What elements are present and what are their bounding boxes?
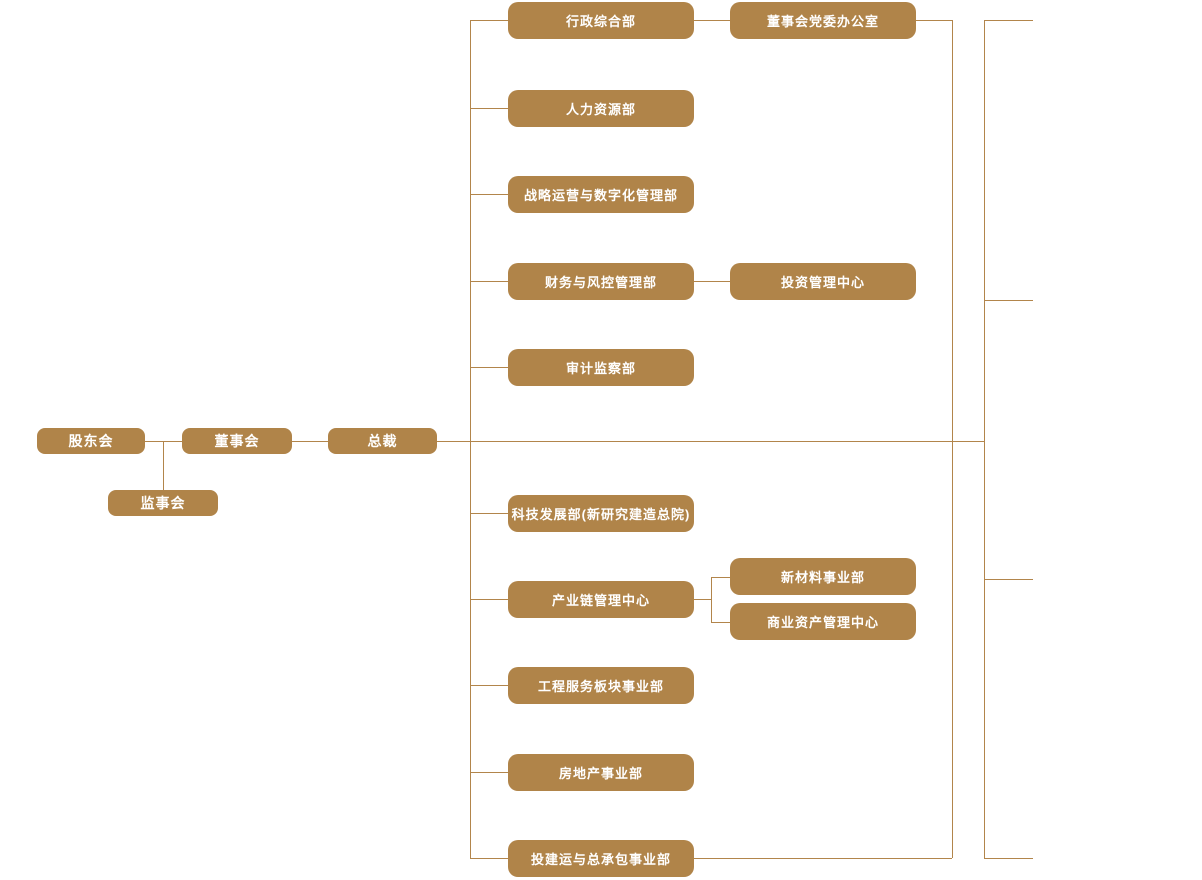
- node-admin-general: 行政综合部: [508, 2, 694, 39]
- stub-tech-development: [470, 513, 508, 514]
- node-president: 总裁: [328, 428, 437, 454]
- right-stub-2: [984, 300, 1033, 301]
- connector-commercial-assets: [711, 622, 730, 623]
- right-stub-4: [984, 858, 1033, 859]
- node-finance-risk: 财务与风控管理部: [508, 263, 694, 300]
- node-investment-center: 投资管理中心: [730, 263, 916, 300]
- stub-industry-chain: [470, 599, 508, 600]
- node-human-resources: 人力资源部: [508, 90, 694, 127]
- node-party-committee-office: 董事会党委办公室: [730, 2, 916, 39]
- node-strategy-digital: 战略运营与数字化管理部: [508, 176, 694, 213]
- node-audit-supervision: 审计监察部: [508, 349, 694, 386]
- node-commercial-assets: 商业资产管理中心: [730, 603, 916, 640]
- node-supervisory-board: 监事会: [108, 490, 218, 516]
- stub-admin-general: [470, 20, 508, 21]
- stub-engineering-services: [470, 685, 508, 686]
- connector-party-office-right: [916, 20, 952, 21]
- node-tech-development: 科技发展部(新研究建造总院): [508, 495, 694, 532]
- stub-real-estate: [470, 772, 508, 773]
- node-engineering-services: 工程服务板块事业部: [508, 667, 694, 704]
- right-stub-3: [984, 579, 1033, 580]
- connector-president-main: [437, 441, 984, 442]
- node-investment-epc: 投建运与总承包事业部: [508, 840, 694, 877]
- connector-investment-epc-right: [694, 858, 952, 859]
- spine-line: [470, 20, 471, 858]
- node-shareholders: 股东会: [37, 428, 145, 454]
- node-industry-chain: 产业链管理中心: [508, 581, 694, 618]
- stub-finance-risk: [470, 281, 508, 282]
- connector-admin-party-office: [694, 20, 730, 21]
- connector-board-president: [292, 441, 328, 442]
- connector-industry-chain-out: [694, 599, 711, 600]
- node-new-materials: 新材料事业部: [730, 558, 916, 595]
- connector-new-materials: [711, 577, 730, 578]
- right-bracket-outer: [984, 20, 985, 858]
- stub-strategy-digital: [470, 194, 508, 195]
- bracket-industry-chain: [711, 577, 712, 622]
- stub-human-resources: [470, 108, 508, 109]
- stub-audit-supervision: [470, 367, 508, 368]
- node-board: 董事会: [182, 428, 292, 454]
- node-real-estate: 房地产事业部: [508, 754, 694, 791]
- right-stub-1: [984, 20, 1033, 21]
- connector-finance-investment-center: [694, 281, 730, 282]
- right-bracket-inner: [952, 20, 953, 858]
- stub-investment-epc: [470, 858, 508, 859]
- connector-supervisory-drop: [163, 441, 164, 490]
